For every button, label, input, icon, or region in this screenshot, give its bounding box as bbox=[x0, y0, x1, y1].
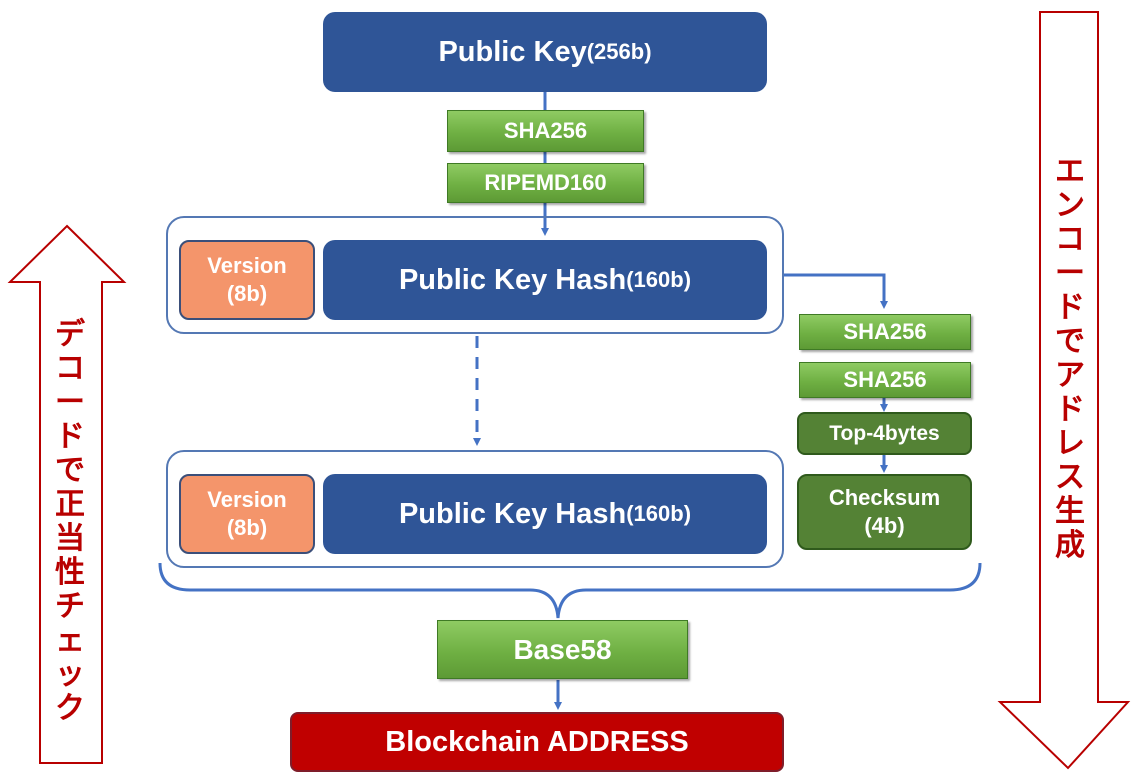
encode-arrow-icon bbox=[997, 11, 1131, 770]
vertical-glyph: ク bbox=[55, 692, 85, 725]
bottom-version-size: (8b) bbox=[226, 515, 268, 540]
checksum-sha256-step-1-label: SHA256 bbox=[843, 319, 927, 344]
checksum-sha256-step-2-label: SHA256 bbox=[843, 367, 927, 392]
top-pkh-size: (160b) bbox=[626, 267, 692, 292]
top-4bytes-label: Top-4bytes bbox=[829, 421, 940, 445]
vertical-glyph: コ bbox=[55, 352, 85, 385]
ripemd160-step: RIPEMD160 bbox=[447, 163, 644, 203]
bottom-version-label: Version bbox=[207, 487, 287, 512]
vertical-glyph: ッ bbox=[55, 658, 85, 691]
blockchain-address-box: Blockchain ADDRESS bbox=[290, 712, 784, 772]
checksum-label: Checksum bbox=[828, 485, 941, 510]
vertical-glyph: ド bbox=[55, 420, 85, 453]
vertical-glyph: レ bbox=[1055, 427, 1085, 460]
checksum-box: Checksum (4b) bbox=[797, 474, 972, 550]
connector-pkh-to-checksum bbox=[784, 273, 888, 309]
top-4bytes-box: Top-4bytes bbox=[797, 412, 972, 455]
vertical-glyph: ア bbox=[1055, 359, 1085, 392]
decode-arrow-icon bbox=[7, 224, 127, 764]
base58-label: Base58 bbox=[513, 633, 612, 665]
blockchain-address-label: Blockchain ADDRESS bbox=[385, 725, 689, 758]
bottom-version-box: Version (8b) bbox=[179, 474, 315, 554]
vertical-glyph: ド bbox=[1055, 393, 1085, 426]
top-version-size: (8b) bbox=[226, 281, 268, 306]
vertical-glyph: 性 bbox=[55, 556, 85, 589]
base58-step: Base58 bbox=[437, 620, 688, 679]
public-key-box: Public Key(256b) bbox=[323, 12, 767, 92]
top-pkh-label: Public Key Hash bbox=[398, 263, 627, 296]
bottom-pkh-label: Public Key Hash bbox=[398, 497, 627, 530]
vertical-glyph: 当 bbox=[55, 522, 85, 555]
vertical-glyph: ン bbox=[1055, 189, 1085, 222]
sha256-step-label: SHA256 bbox=[503, 118, 588, 143]
combine-brace bbox=[158, 562, 982, 619]
vertical-glyph: ス bbox=[1055, 461, 1085, 494]
vertical-glyph: 正 bbox=[55, 488, 85, 521]
sha256-step: SHA256 bbox=[447, 110, 644, 152]
vertical-glyph: ェ bbox=[55, 624, 85, 657]
checksum-sha256-step-1: SHA256 bbox=[799, 314, 971, 350]
bottom-group-frame bbox=[166, 450, 784, 568]
vertical-glyph: ー bbox=[55, 386, 85, 419]
vertical-glyph: コ bbox=[1055, 223, 1085, 256]
bottom-pkh-box: Public Key Hash(160b) bbox=[323, 474, 767, 554]
checksum-size: (4b) bbox=[864, 513, 905, 538]
vertical-glyph: エ bbox=[1055, 155, 1085, 188]
encode-label: エンコードでアドレス生成 bbox=[1052, 155, 1088, 563]
top-version-box: Version (8b) bbox=[179, 240, 315, 320]
top-group-frame bbox=[166, 216, 784, 334]
decode-label: デコードで正当性チェック bbox=[52, 318, 88, 726]
vertical-glyph: で bbox=[55, 454, 85, 487]
top-version-label: Version bbox=[207, 253, 287, 278]
vertical-glyph: 成 bbox=[1055, 529, 1085, 562]
public-key-label: Public Key bbox=[438, 35, 587, 68]
vertical-glyph: ー bbox=[1055, 257, 1085, 290]
ripemd160-step-label: RIPEMD160 bbox=[484, 170, 607, 195]
vertical-glyph: で bbox=[1055, 325, 1085, 358]
vertical-glyph: 生 bbox=[1055, 495, 1085, 528]
bottom-pkh-size: (160b) bbox=[626, 501, 692, 526]
public-key-size: (256b) bbox=[586, 39, 652, 64]
checksum-sha256-step-2: SHA256 bbox=[799, 362, 971, 398]
vertical-glyph: ド bbox=[1055, 291, 1085, 324]
top-pkh-box: Public Key Hash(160b) bbox=[323, 240, 767, 320]
vertical-glyph: チ bbox=[55, 590, 85, 623]
vertical-glyph: デ bbox=[55, 318, 85, 351]
